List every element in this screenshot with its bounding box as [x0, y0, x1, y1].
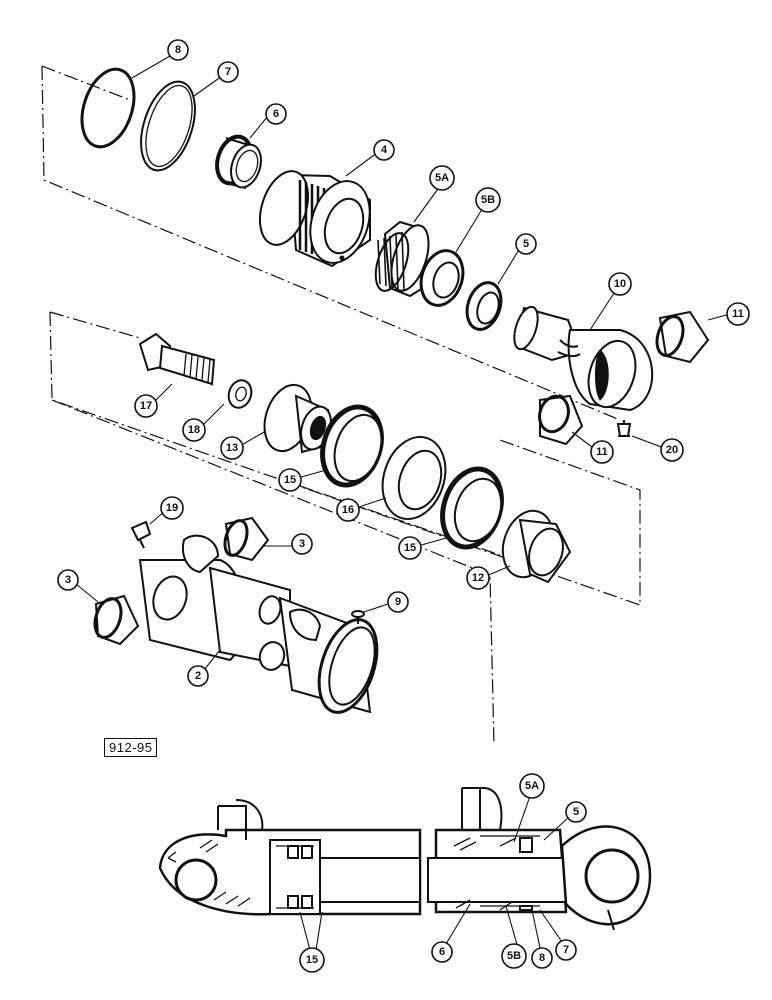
- part-rod-eye-10: [513, 305, 654, 412]
- part-washer-18: [227, 379, 253, 409]
- part-backup-ring-7: [140, 80, 196, 172]
- part-screw-9: [351, 610, 365, 624]
- part-seal-5b: [419, 249, 465, 307]
- svg-text:15: 15: [404, 542, 416, 554]
- part-bushing-3-lower: [93, 594, 140, 646]
- callout-4: 4: [373, 139, 395, 161]
- section-callout-5a: 5A: [519, 773, 545, 799]
- callout-13: 13: [220, 436, 244, 460]
- section-callout-6: 6: [431, 941, 453, 963]
- part-piston-ring-16: [381, 435, 447, 521]
- part-piston-seal-15-upper: [320, 404, 384, 488]
- svg-text:12: 12: [472, 572, 484, 584]
- svg-text:3: 3: [65, 574, 71, 586]
- part-stop-12: [501, 509, 572, 584]
- svg-text:4: 4: [381, 144, 388, 156]
- callout-7: 7: [217, 61, 239, 83]
- svg-text:16: 16: [342, 504, 354, 516]
- svg-text:19: 19: [166, 502, 178, 514]
- callout-9: 9: [387, 591, 409, 613]
- callout-10: 10: [608, 272, 632, 296]
- callout-15-lower: 15: [398, 536, 422, 560]
- leader-lines: [75, 55, 731, 951]
- part-o-ring-8: [80, 67, 136, 149]
- svg-text:2: 2: [195, 670, 201, 682]
- svg-text:7: 7: [563, 944, 569, 956]
- callout-11-left: 11: [590, 440, 614, 464]
- part-grease-fitting-20: [616, 420, 632, 437]
- callout-16: 16: [336, 498, 360, 522]
- part-piston-seal-15-lower: [440, 466, 504, 550]
- part-bushing-3-upper: [223, 516, 270, 562]
- svg-text:20: 20: [666, 444, 678, 456]
- svg-text:5: 5: [523, 238, 529, 250]
- svg-text:7: 7: [225, 66, 231, 78]
- callout-15-upper: 15: [278, 468, 302, 492]
- part-bushing-11-left: [538, 394, 584, 446]
- callout-3-lower: 3: [57, 569, 79, 591]
- callout-2: 2: [187, 665, 209, 687]
- callout-11-right: 11: [726, 302, 750, 326]
- figure-reference-label: 912-95: [104, 738, 158, 757]
- svg-text:15: 15: [306, 954, 318, 966]
- group-outline-upper: [41, 65, 621, 421]
- callout-18: 18: [182, 418, 206, 442]
- svg-text:5: 5: [573, 806, 579, 818]
- svg-text:15: 15: [284, 474, 296, 486]
- group-outline-middle: [49, 311, 641, 606]
- callout-3-upper: 3: [291, 533, 313, 555]
- svg-text:5B: 5B: [507, 950, 521, 962]
- callout-20: 20: [660, 438, 684, 462]
- callout-6: 6: [265, 103, 287, 125]
- svg-text:5A: 5A: [525, 780, 539, 792]
- part-barrel-2: [138, 534, 379, 714]
- svg-text:5A: 5A: [435, 172, 449, 184]
- svg-text:11: 11: [732, 308, 744, 320]
- callout-12: 12: [466, 566, 490, 590]
- part-piston-13: [263, 383, 334, 454]
- svg-text:9: 9: [395, 596, 401, 608]
- part-bolt-17: [138, 332, 216, 386]
- svg-text:17: 17: [140, 400, 152, 412]
- svg-text:6: 6: [273, 108, 279, 120]
- callout-19: 19: [160, 496, 184, 520]
- callout-5: 5: [515, 233, 537, 255]
- svg-text:5B: 5B: [481, 194, 495, 206]
- svg-text:11: 11: [596, 446, 608, 458]
- svg-text:10: 10: [614, 278, 626, 290]
- callout-5a: 5A: [429, 165, 455, 191]
- svg-text:13: 13: [226, 442, 238, 454]
- callout-5b: 5B: [475, 187, 501, 213]
- part-gland-4: [259, 170, 371, 268]
- svg-text:6: 6: [439, 946, 445, 958]
- part-wear-ring-5: [465, 281, 503, 331]
- svg-text:3: 3: [299, 538, 305, 550]
- part-grease-fitting-19: [130, 520, 152, 549]
- section-callout-8: 8: [531, 947, 553, 969]
- part-wiper-seal-6: [215, 134, 262, 189]
- part-bushing-11-right: [655, 310, 710, 364]
- section-callout-5b: 5B: [501, 943, 527, 969]
- svg-text:18: 18: [188, 424, 200, 436]
- section-callout-15: 15: [299, 947, 325, 973]
- section-view-cylinder: [158, 786, 652, 931]
- section-callout-5: 5: [565, 801, 587, 823]
- svg-text:8: 8: [539, 952, 545, 964]
- section-callout-7: 7: [555, 939, 577, 961]
- svg-text:8: 8: [175, 44, 181, 56]
- callout-8: 8: [167, 39, 189, 61]
- callout-17: 17: [134, 394, 158, 418]
